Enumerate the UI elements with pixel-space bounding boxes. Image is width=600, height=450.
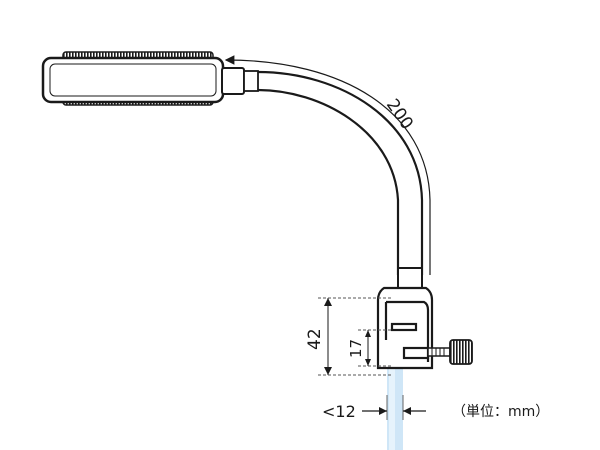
- dim-glass-thickness-label: <12: [322, 402, 356, 421]
- arm-base-sleeve: [397, 267, 423, 289]
- dim-arm-length: 200: [224, 55, 431, 275]
- glass-pane-highlight: [389, 338, 395, 450]
- dim-clamp-opening-label: 17: [347, 339, 365, 358]
- clamp: [376, 286, 434, 370]
- thumb-screw: [427, 339, 473, 365]
- dim-clamp-height: 42: [305, 297, 392, 376]
- neck-connector: [221, 67, 259, 95]
- dim-clamp-height-label: 42: [305, 328, 325, 350]
- unit-note: （単位：mm）: [452, 404, 549, 420]
- dim-arm-length-label: 200: [382, 95, 417, 133]
- dim-glass-thickness: <12: [322, 395, 426, 421]
- dim-clamp-opening: 17: [347, 329, 392, 367]
- light-head: [41, 51, 225, 106]
- gooseneck-arm: [257, 70, 424, 275]
